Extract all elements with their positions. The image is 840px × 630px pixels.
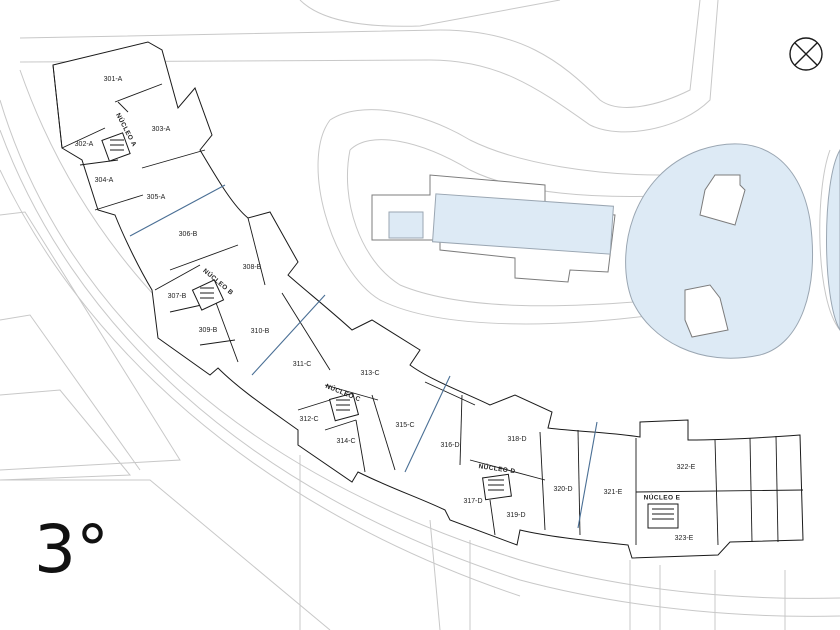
core-label-e: NÚCLEO E (644, 493, 681, 502)
unit-labels: 301-A 302-A 303-A 304-A 305-A 306-B 307-… (75, 76, 696, 542)
cabana-1 (699, 174, 746, 226)
pool-small (388, 211, 424, 239)
unit-303-a: 303-A (152, 126, 171, 133)
unit-312-c: 312-C (299, 416, 318, 423)
lagoon-right (826, 149, 840, 331)
unit-322-e: 322-E (677, 464, 696, 471)
unit-319-d: 319-D (506, 512, 525, 519)
unit-306-b: 306-B (179, 231, 198, 238)
core-E: NÚCLEO E (644, 493, 681, 529)
unit-301-a: 301-A (104, 76, 123, 83)
unit-309-b: 309-B (199, 327, 218, 334)
unit-320-d: 320-D (553, 486, 572, 493)
core-C: NÚCLEO C (324, 381, 362, 422)
lagoon (625, 143, 813, 359)
unit-318-d: 318-D (507, 436, 526, 443)
unit-315-c: 315-C (395, 422, 414, 429)
floor-label: 3° (34, 511, 109, 588)
unit-308-b: 308-B (243, 264, 262, 271)
unit-314-c: 314-C (336, 438, 355, 445)
unit-313-c: 313-C (360, 370, 379, 377)
unit-311-c: 311-C (293, 361, 312, 368)
unit-321-e: 321-E (604, 489, 623, 496)
pool-area (371, 143, 840, 359)
pool-main (432, 193, 614, 255)
cores: NÚCLEO A NÚCLEO B NÚCLEO C NÚCLEO D NÚCL… (101, 111, 681, 529)
unit-302-a: 302-A (75, 141, 94, 148)
unit-307-b: 307-B (168, 293, 187, 300)
unit-304-a: 304-A (95, 177, 114, 184)
unit-317-d: 317-D (463, 498, 482, 505)
unit-316-d: 316-D (440, 442, 459, 449)
unit-310-b: 310-B (251, 328, 270, 335)
unit-305-a: 305-A (147, 194, 166, 201)
unit-323-e: 323-E (675, 535, 694, 542)
north-arrow-icon (789, 37, 823, 71)
cabana-2 (684, 284, 729, 338)
